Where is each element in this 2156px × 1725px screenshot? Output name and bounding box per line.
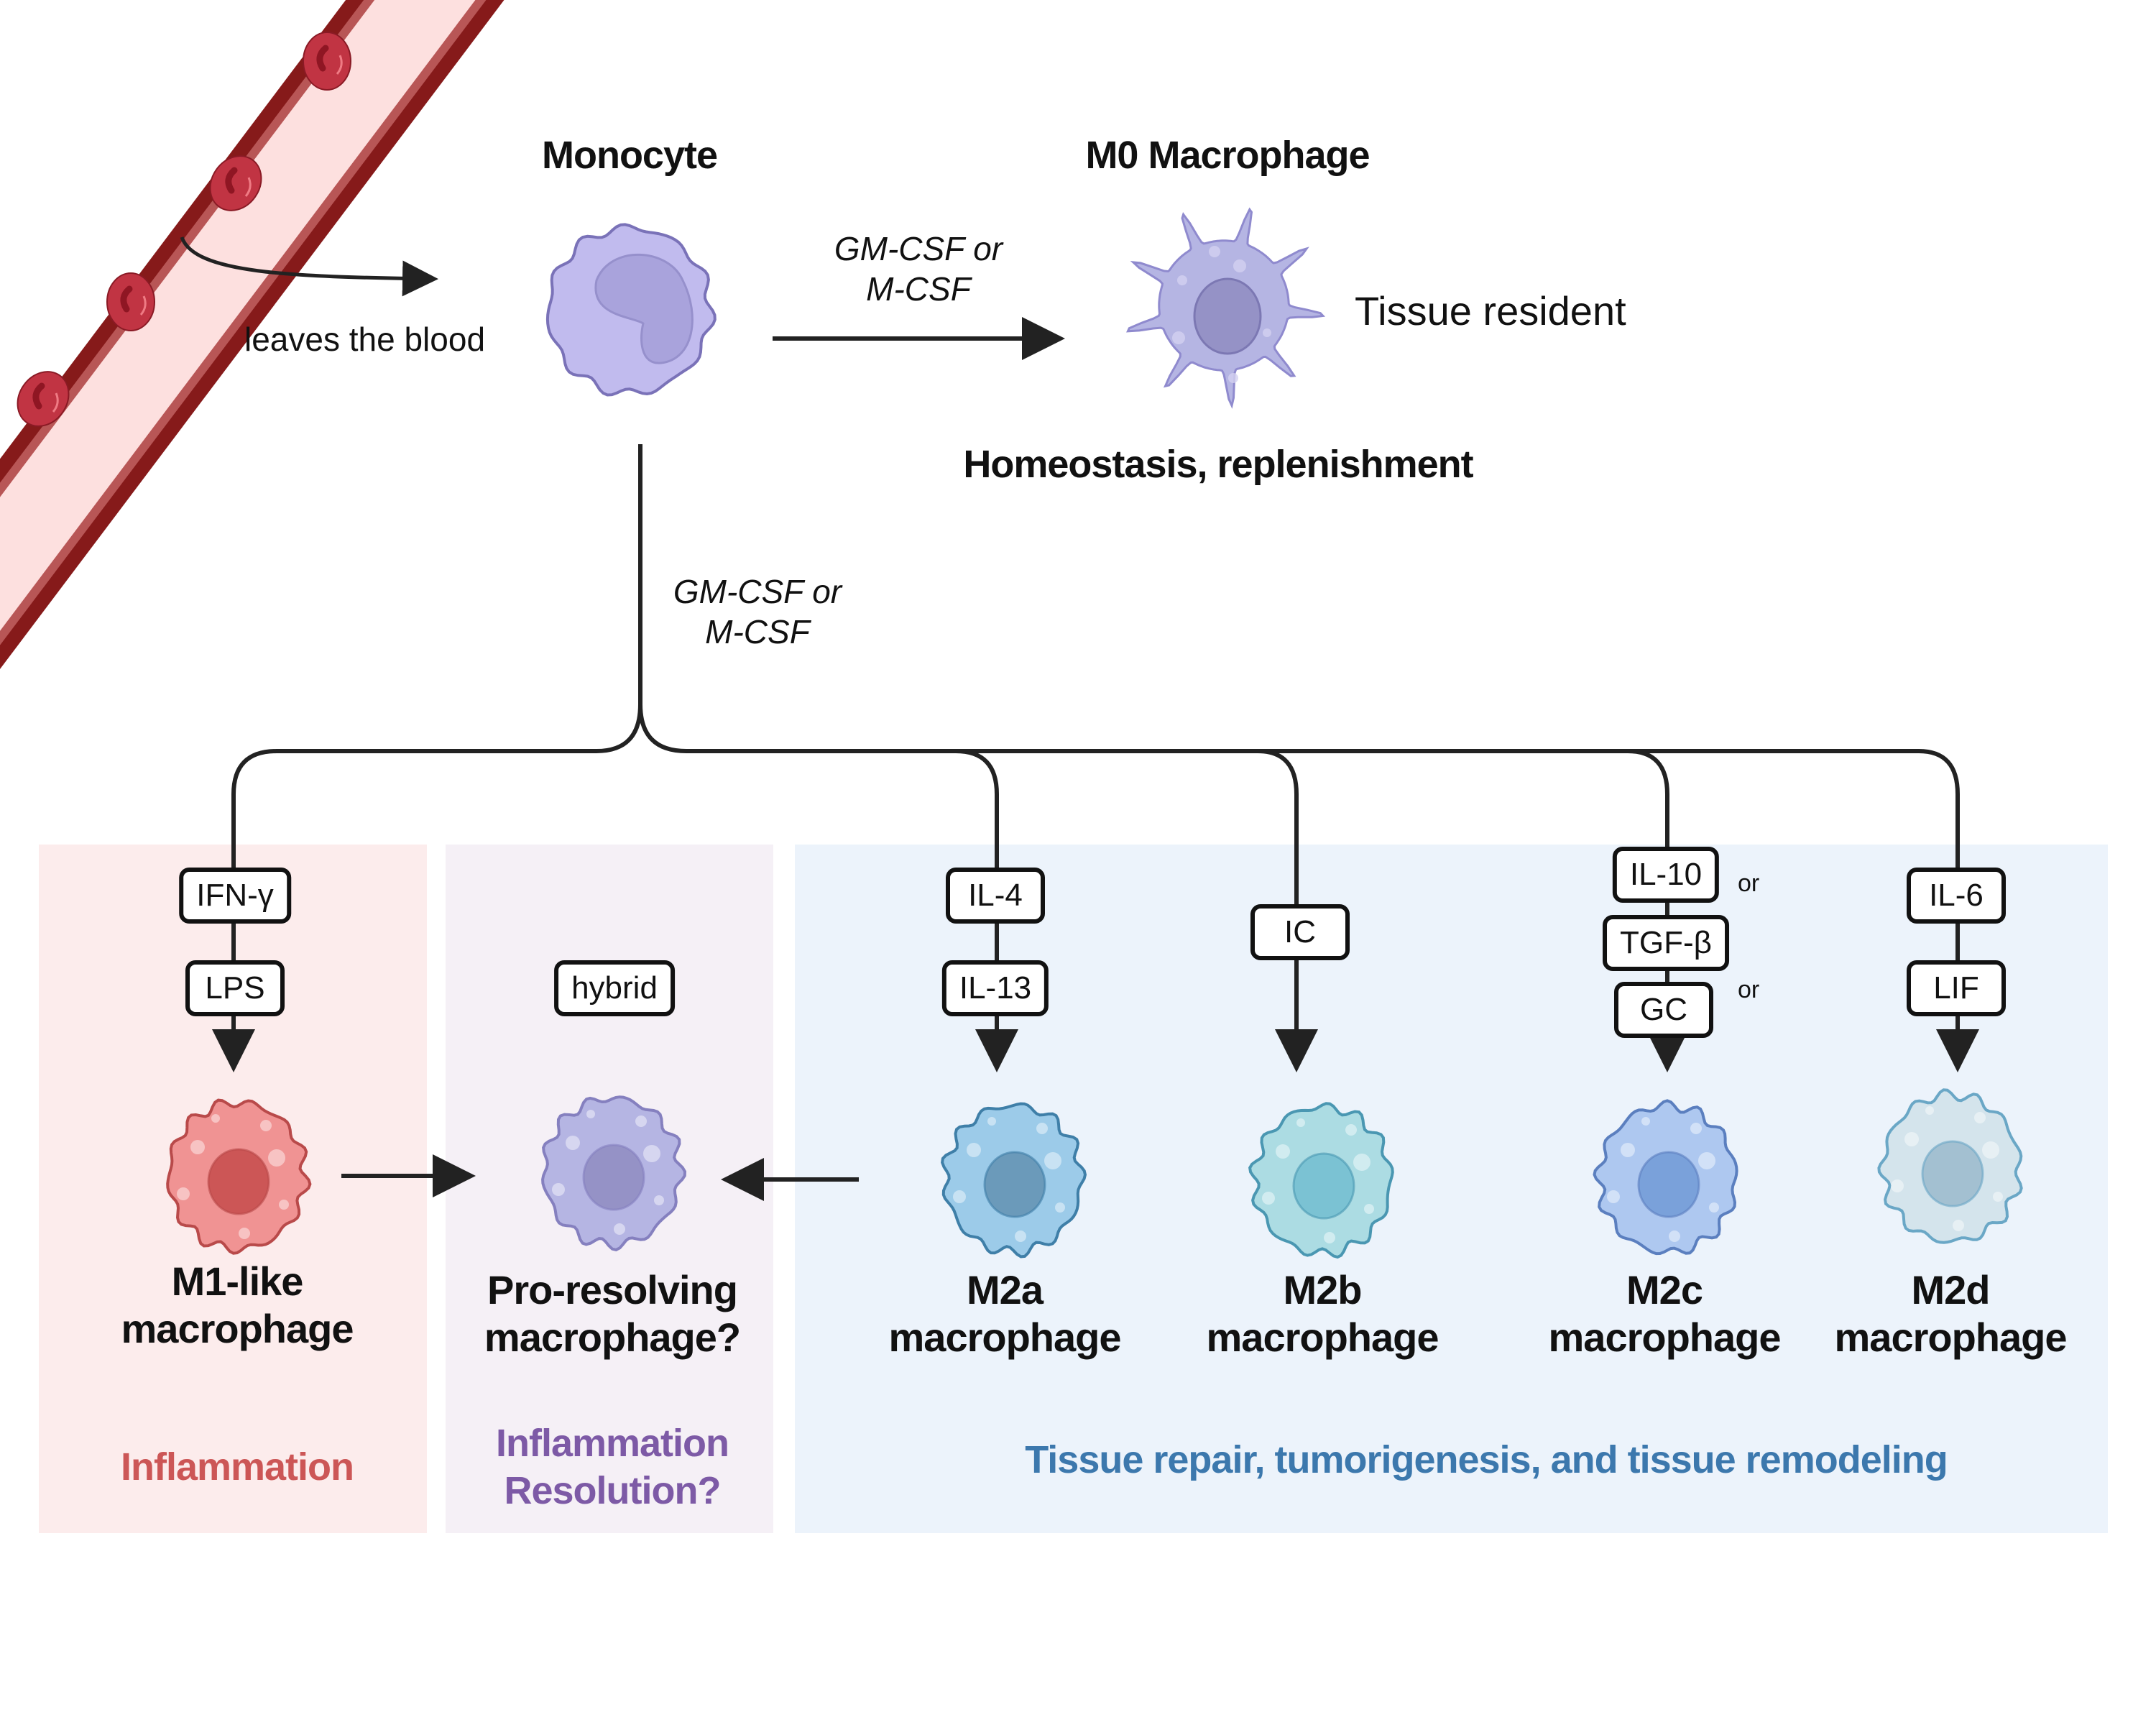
m1-macrophage-cell-icon <box>166 1098 312 1255</box>
label-line-1: M2a <box>967 1267 1044 1312</box>
stimulus-box-ic: IC <box>1250 904 1350 960</box>
homeostasis-label: Homeostasis, replenishment <box>963 443 1473 486</box>
stimulus-box-tgf-beta: TGF-β <box>1603 915 1729 971</box>
stimulus-box-il4: IL-4 <box>946 868 1045 924</box>
blood-vessel-icon <box>0 0 584 699</box>
monocyte-cell-icon <box>545 223 717 397</box>
m2c-macrophage-cell-icon <box>1593 1099 1738 1256</box>
stimulus-box-il10: IL-10 <box>1612 847 1720 903</box>
label-line-1: M2c <box>1626 1267 1703 1312</box>
label-line-2: macrophage <box>888 1315 1122 1360</box>
label-m2a: M2a macrophage <box>888 1266 1122 1361</box>
cells-layer <box>166 207 2023 1259</box>
red-blood-cell-icon <box>17 371 70 427</box>
label-line-2: macrophage <box>121 1306 354 1351</box>
stimulus-top-line-1: GM-CSF or <box>834 230 1003 267</box>
leaves-blood-arrow <box>180 236 438 297</box>
stimulus-down-line-2: M-CSF <box>705 613 810 650</box>
stimulus-box-il13: IL-13 <box>941 960 1049 1016</box>
label-line-1: M1-like <box>171 1259 304 1304</box>
label-line-2: macrophage <box>1206 1315 1439 1360</box>
label-m1-like: M1-like macrophage <box>121 1258 354 1353</box>
m2d-macrophage-cell-icon <box>1877 1088 2023 1244</box>
outcome-line-2: Resolution? <box>504 1469 722 1512</box>
label-m2d: M2d macrophage <box>1834 1266 2068 1361</box>
m0-macrophage-cell-icon <box>1126 207 1326 409</box>
label-line-1: Pro-resolving <box>487 1267 738 1312</box>
outcome-line-1: Inflammation <box>495 1422 729 1465</box>
stimulus-down-line-1: GM-CSF or <box>673 573 842 610</box>
vessel-lumen <box>0 0 565 685</box>
stimulus-box-gc: GC <box>1614 982 1713 1038</box>
label-line-2: macrophage <box>1834 1315 2068 1360</box>
label-line-2: macrophage? <box>484 1315 741 1360</box>
stimulus-box-il6: IL-6 <box>1907 868 2006 924</box>
monocyte-title: Monocyte <box>541 134 718 177</box>
or-label-2: or <box>1738 976 1760 1003</box>
label-m2b: M2b macrophage <box>1207 1266 1439 1361</box>
hybrid-macrophage-cell-icon <box>541 1095 687 1252</box>
stimulus-box-lif: LIF <box>1907 960 2006 1016</box>
red-blood-cell-icon <box>106 272 155 331</box>
label-line-1: M2d <box>1911 1267 1991 1312</box>
stimulus-box-hybrid: hybrid <box>554 960 675 1016</box>
or-label-1: or <box>1738 870 1760 897</box>
leaves-blood-label: leaves the blood <box>244 321 486 358</box>
red-blood-cell-icon <box>209 155 262 211</box>
label-line-1: M2b <box>1283 1267 1363 1312</box>
m0-macrophage-title: M0 Macrophage <box>1085 134 1370 177</box>
stimulus-down-label: GM-CSF or M-CSF <box>673 571 842 652</box>
m2a-macrophage-cell-icon <box>941 1102 1087 1259</box>
tissue-resident-label: Tissue resident <box>1355 288 1626 334</box>
stimulus-box-lps: LPS <box>185 960 285 1016</box>
stimulus-top-label: GM-CSF or M-CSF <box>834 229 1003 309</box>
outcome-inflammation-resolution: Inflammation Resolution? <box>496 1420 729 1514</box>
label-line-2: macrophage <box>1548 1315 1782 1360</box>
label-pro-resolving: Pro-resolving macrophage? <box>484 1266 741 1361</box>
red-blood-cell-icon <box>303 32 351 91</box>
label-m2c: M2c macrophage <box>1548 1266 1782 1361</box>
outcome-inflammation: Inflammation <box>120 1445 354 1489</box>
stimulus-box-ifn-gamma: IFN-γ <box>179 868 291 924</box>
outcome-tissue-repair: Tissue repair, tumorigenesis, and tissue… <box>1025 1438 1948 1481</box>
branch-connectors <box>231 444 1960 907</box>
m2b-macrophage-cell-icon <box>1248 1102 1394 1259</box>
stimulus-top-line-2: M-CSF <box>866 270 971 308</box>
